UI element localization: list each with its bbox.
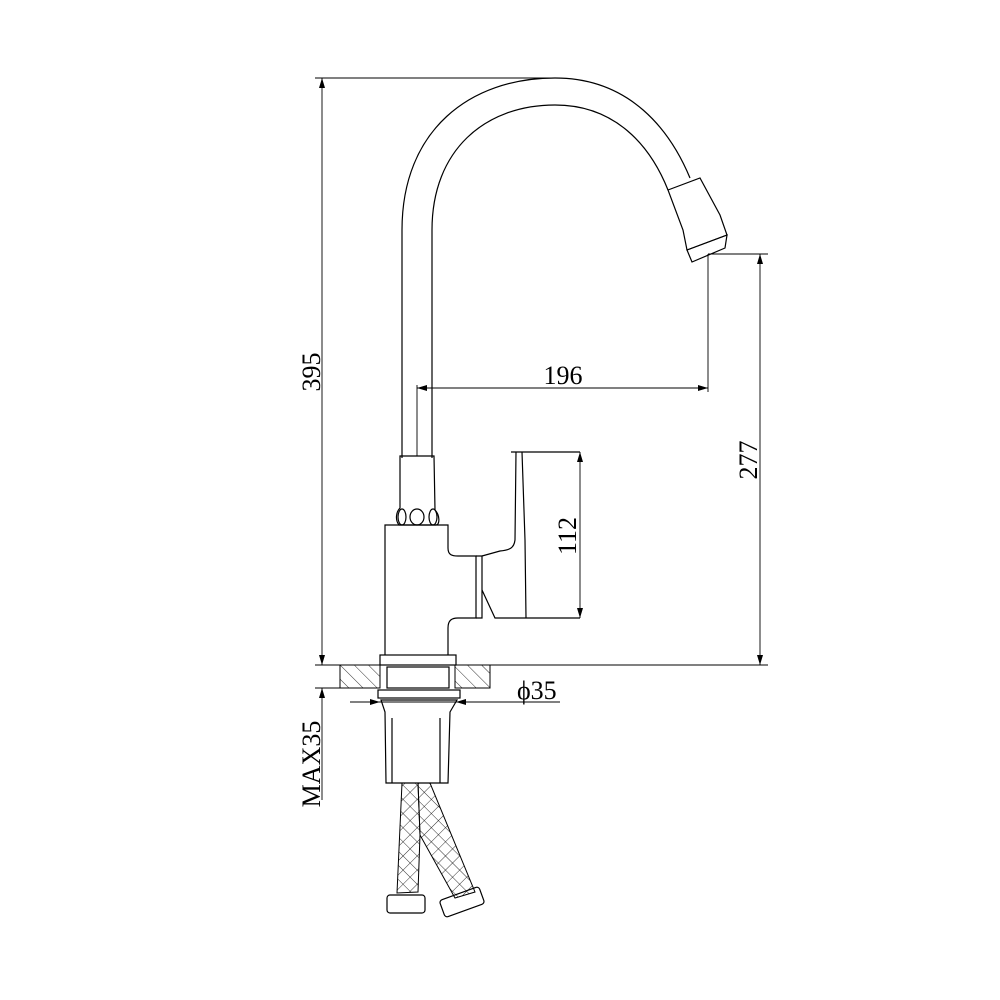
handle <box>481 451 580 619</box>
faucet-body <box>384 455 483 655</box>
base-flange <box>379 654 457 666</box>
dim-outlet-height: 277 <box>734 441 763 480</box>
hose-nut-left <box>386 894 426 914</box>
supply-hoses <box>386 782 485 918</box>
nozzle <box>667 177 728 251</box>
hose-nut-right <box>439 886 485 918</box>
spout <box>401 77 728 458</box>
dim-hole-diameter: ϕ35 <box>517 676 557 705</box>
dim-total-height: 395 <box>297 353 326 392</box>
aerator <box>686 234 728 263</box>
mounting-shank <box>377 689 461 784</box>
dim-handle-height: 112 <box>553 517 582 555</box>
dim-spout-reach: 196 <box>544 361 583 390</box>
dim-max-thickness: MAX35 <box>297 721 326 808</box>
countertop-section <box>339 664 491 689</box>
dimension-lines <box>315 77 768 800</box>
